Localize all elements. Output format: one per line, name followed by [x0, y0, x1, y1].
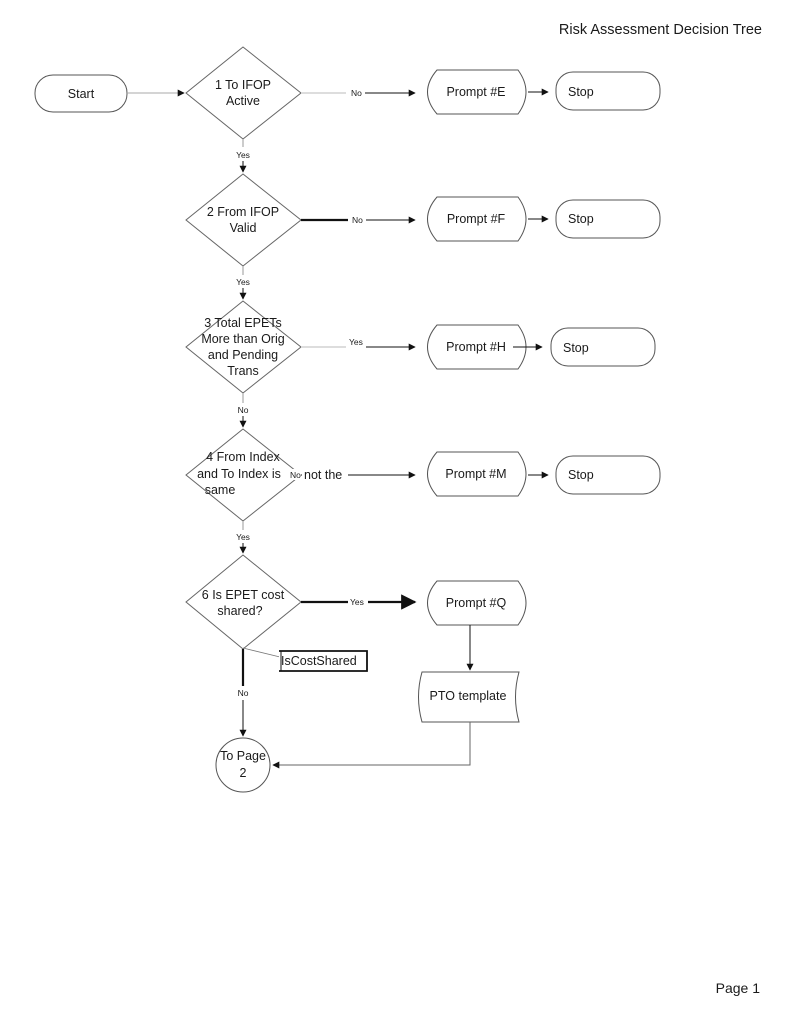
to-page-line-1: To Page — [220, 749, 266, 763]
edge-label-no-4: No — [290, 470, 301, 480]
prompt-q-label: Prompt #Q — [446, 596, 507, 610]
decision-4-overlap-text: not the — [304, 468, 342, 482]
decision-2-line-1: 2 From IFOP — [207, 205, 279, 219]
prompt-f-node: Prompt #F — [427, 196, 527, 242]
edge-label-no-3: No — [238, 405, 249, 415]
decision-3-line-4: Trans — [227, 364, 259, 378]
prompt-h-label: Prompt #H — [446, 340, 506, 354]
decision-6-line-1: 6 Is EPET cost — [202, 588, 285, 602]
prompt-e-node: Prompt #E — [427, 69, 527, 115]
decision-4-line-3: same — [205, 483, 236, 497]
stop-node-4: Stop — [555, 455, 661, 495]
decision-4-line-1: 4 From Index — [206, 450, 280, 464]
prompt-e-label: Prompt #E — [446, 85, 505, 99]
prompt-q-node: Prompt #Q — [427, 580, 527, 626]
edge-label-yes-5: Yes — [350, 597, 364, 607]
prompt-m-node: Prompt #M — [427, 451, 527, 497]
edge-label-yes-3: Yes — [349, 337, 363, 347]
edge-label-yes-4: Yes — [236, 532, 250, 542]
pto-template-node: PTO template — [418, 671, 520, 723]
decision-1: 1 To IFOP Active — [185, 46, 302, 140]
decision-4-line-2: and To Index is — [197, 467, 281, 481]
edge-label-no-5: No — [238, 688, 249, 698]
decision-1-line-1: 1 To IFOP — [215, 78, 271, 92]
decision-1-line-2: Active — [226, 94, 260, 108]
edge-label-yes-1: Yes — [236, 150, 250, 160]
decision-2: 2 From IFOP Valid — [185, 173, 302, 267]
page-number: Page 1 — [715, 980, 760, 996]
stop-node-3: Stop — [550, 327, 656, 367]
edge-label-no-1: No — [351, 88, 362, 98]
stop-node-2: Stop — [555, 199, 661, 239]
stop-label-4: Stop — [568, 468, 594, 482]
decision-2-line-2: Valid — [230, 221, 257, 235]
is-cost-shared-label: IsCostShared — [281, 654, 357, 668]
start-node: Start — [34, 74, 128, 113]
prompt-h-node: Prompt #H — [427, 324, 527, 370]
prompt-f-label: Prompt #F — [447, 212, 506, 226]
overlap-label-bg — [302, 467, 348, 481]
edge-label-no-2: No — [352, 215, 363, 225]
stop-label-2: Stop — [568, 212, 594, 226]
decision-3-line-3: and Pending — [208, 348, 278, 362]
decision-3-line-1: 3 Total EPETs — [204, 316, 282, 330]
prompt-m-label: Prompt #M — [445, 467, 506, 481]
edge-pto-to-page-2 — [272, 722, 471, 769]
edge-label-yes-2: Yes — [236, 277, 250, 287]
is-cost-shared-annotation: IsCostShared — [242, 647, 368, 672]
to-page-2-connector: To Page 2 — [215, 737, 271, 793]
page-title: Risk Assessment Decision Tree — [558, 22, 762, 38]
stop-label-3: Stop — [563, 341, 589, 355]
decision-6: 6 Is EPET cost shared? — [185, 554, 302, 650]
to-page-line-2: 2 — [240, 766, 247, 780]
stop-node-1: Stop — [555, 71, 661, 111]
start-label: Start — [68, 87, 95, 101]
pto-template-label: PTO template — [430, 689, 507, 703]
edge-label-bg — [289, 469, 301, 480]
decision-6-line-2: shared? — [217, 604, 262, 618]
decision-3-line-2: More than Orig — [201, 332, 284, 346]
stop-label-1: Stop — [568, 85, 594, 99]
decision-3: 3 Total EPETs More than Orig and Pending… — [185, 300, 302, 394]
decision-4: 4 From Index and To Index is same — [185, 428, 302, 522]
